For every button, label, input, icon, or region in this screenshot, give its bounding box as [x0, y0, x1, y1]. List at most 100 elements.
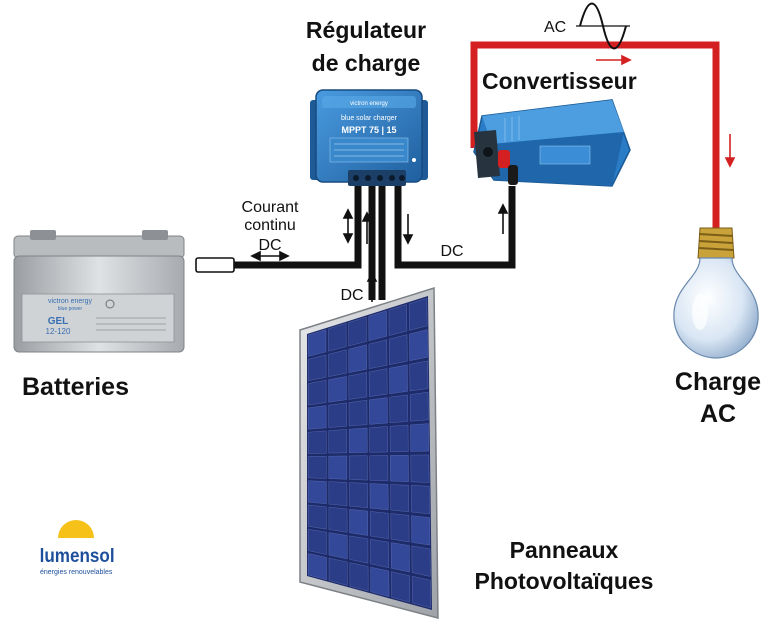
dc-battery-label: DC [258, 237, 281, 254]
solar-cell [389, 454, 409, 482]
battery-device: victron energy blue power GEL 12-120 [13, 230, 235, 353]
flow-arrows [250, 54, 736, 302]
regulator-product-text: blue solar charger [341, 115, 398, 122]
solar-cell [409, 360, 429, 392]
panels-label-line2: Photovoltaïques [475, 568, 654, 594]
solar-cell [369, 455, 389, 482]
lumensol-logo: lumensol énergies renouvelables [40, 520, 115, 576]
battery-tagline-text: blue power [58, 306, 83, 312]
solar-cell [349, 535, 369, 564]
logo-name-text: lumensol [40, 545, 115, 566]
solar-cell [328, 376, 347, 403]
solar-cell [349, 562, 369, 592]
battery-model-text: 12-120 [46, 327, 71, 336]
arrow-panel-up [361, 211, 373, 244]
solar-cell [328, 455, 348, 480]
solar-cell [368, 339, 388, 369]
solar-cell [348, 427, 368, 453]
solar-cell [328, 323, 347, 352]
arrow-battery-bidirectional [250, 250, 290, 262]
light-bulb-device [673, 227, 759, 359]
panels-label-line1: Panneaux [510, 537, 619, 563]
arrow-regulator-bidirectional [342, 208, 354, 244]
current-label-line1: Courant [242, 199, 299, 216]
solar-cell [369, 397, 388, 425]
converter-label: Convertisseur [482, 68, 637, 94]
solar-cell [369, 426, 389, 453]
solar-cell [388, 334, 408, 365]
solar-cell [328, 349, 347, 377]
solar-cell [410, 423, 429, 452]
solar-panel-device [299, 286, 439, 619]
ac-top-label: AC [544, 19, 566, 36]
solar-cell [328, 532, 348, 560]
solar-cell [390, 542, 410, 573]
solar-cell [308, 405, 327, 430]
solar-cell [409, 329, 428, 361]
dc-converter-label: DC [440, 243, 463, 260]
solar-cell [348, 455, 368, 481]
solar-cell [308, 504, 327, 530]
solar-cell [411, 545, 431, 577]
solar-cell [348, 344, 367, 373]
solar-cell [368, 368, 388, 397]
solar-cell [348, 372, 368, 400]
solar-cell [388, 304, 408, 336]
solar-cell [348, 399, 368, 427]
solar-cell [308, 529, 327, 555]
arrow-ac-down [724, 134, 736, 168]
ac-wiring [470, 41, 720, 228]
battery-brand-text: victron energy [48, 298, 92, 305]
load-label-line2: AC [700, 400, 736, 428]
dc-panels-label: DC [340, 287, 363, 304]
solar-cell [390, 484, 410, 513]
solar-cell [308, 379, 327, 406]
solar-cell [370, 566, 390, 597]
solar-cell [308, 480, 327, 505]
solar-cell [328, 402, 347, 428]
wire-battery-regulator [215, 182, 362, 269]
current-label-line2: continu [244, 217, 296, 234]
load-label-line1: Charge [675, 368, 761, 396]
solar-cell [411, 515, 431, 546]
solar-cell [308, 430, 327, 454]
batteries-label: Batteries [22, 373, 129, 401]
solar-cell [369, 483, 389, 511]
regulator-label-line1: Régulateur [306, 17, 426, 43]
labels: Régulateur de charge Convertisseur AC Ba… [22, 17, 761, 594]
arrow-converter-up [497, 203, 509, 234]
solar-cell [328, 557, 348, 586]
inverter-device [473, 99, 631, 187]
solar-cell [349, 482, 368, 509]
solar-cell [391, 571, 411, 603]
solar-cell [408, 298, 428, 331]
solar-cell [370, 539, 390, 568]
solar-cell [308, 553, 327, 581]
logo-tagline-text: énergies renouvelables [40, 569, 113, 576]
solar-cell [369, 511, 389, 539]
solar-cell [410, 485, 430, 515]
arrow-regulator-down [402, 214, 414, 245]
solar-cell [368, 310, 387, 342]
solar-cell [390, 513, 410, 543]
solar-cell [328, 506, 348, 533]
regulator-brand-text: victron energy [350, 101, 388, 107]
solar-cell [389, 424, 409, 453]
ac-sine-wave-icon [576, 2, 630, 50]
solar-cell [348, 316, 367, 347]
solar-cell [410, 454, 430, 483]
solar-cell [409, 391, 429, 422]
solar-cell [389, 364, 408, 395]
arrow-ac-right [596, 54, 632, 66]
solar-cell [328, 481, 348, 507]
wire-regulator-converter [394, 182, 516, 269]
solar-cell [308, 455, 327, 479]
solar-cell [308, 354, 327, 381]
wire-converter-load [470, 41, 720, 228]
solar-cell [349, 509, 369, 536]
battery-type-text: GEL [48, 316, 69, 327]
charge-controller-device: victron energy blue solar charger MPPT 7… [310, 89, 428, 186]
solar-panel-cells [308, 298, 431, 609]
